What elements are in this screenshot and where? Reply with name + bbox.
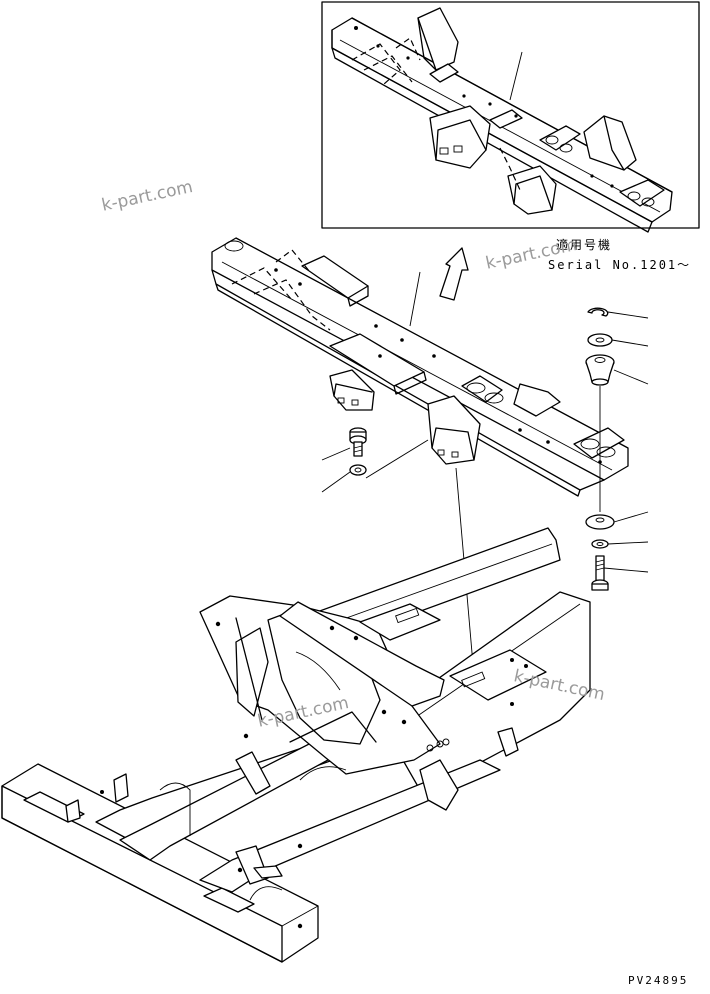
front-marker [253, 865, 283, 879]
inset-callout-line [509, 51, 523, 101]
right-callout-lines [603, 311, 649, 573]
washer-left [349, 464, 367, 476]
bolt-right [591, 555, 609, 591]
inset-frame [321, 1, 700, 229]
bolt-left [349, 427, 367, 457]
washer-top [587, 333, 613, 347]
left-callout-lines [321, 439, 429, 493]
inset-subframe-drawing [331, 7, 673, 233]
snap-ring [587, 307, 609, 317]
inset-serial-label: Serial No.1201～ [548, 258, 692, 272]
sub-frame-callout-line [409, 271, 421, 327]
chassis-frame [1, 527, 591, 963]
washer-bottom [591, 539, 609, 549]
sub-frame-beam [211, 237, 629, 497]
drawing-code: PV24895 [628, 974, 689, 987]
inset-applicability-label: 適用号機 [556, 238, 613, 252]
rubber-mount-upper [585, 354, 615, 386]
rubber-mount-lower [585, 514, 615, 530]
front-direction-arrow [439, 247, 469, 301]
